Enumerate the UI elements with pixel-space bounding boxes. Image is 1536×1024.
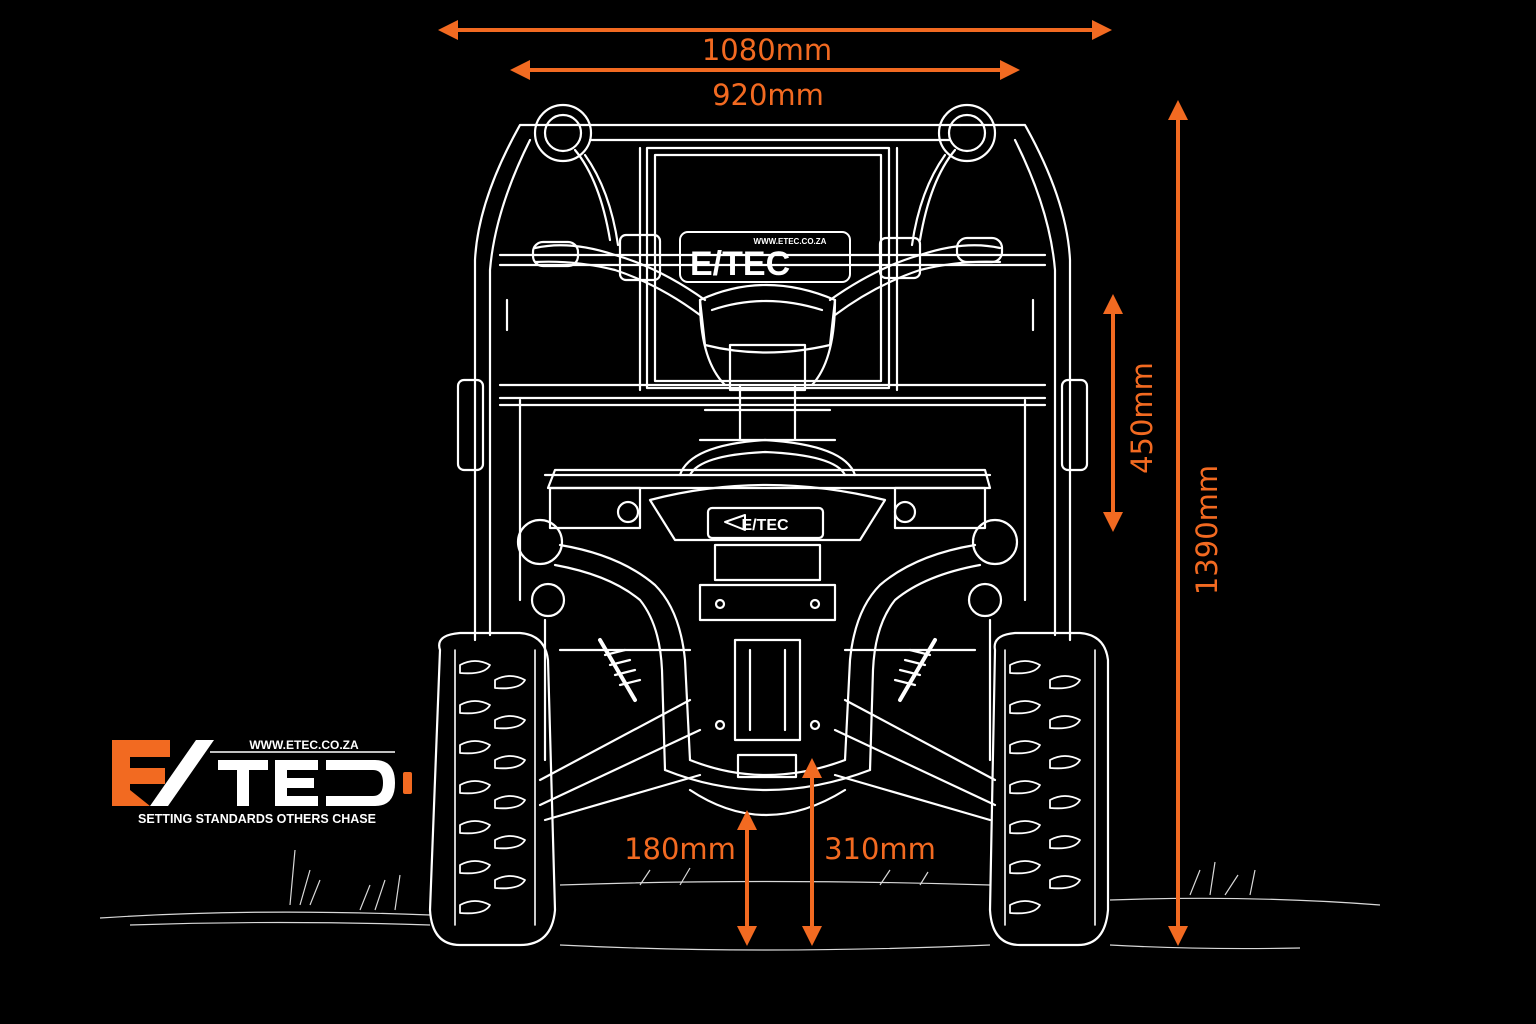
logo-battery-icon xyxy=(403,772,412,794)
cargo-height-label: 450mm xyxy=(1125,362,1159,474)
nose-badge: E/TEC xyxy=(741,517,789,534)
logo-slash xyxy=(150,740,214,806)
brand-logo: WWW.ETEC.CO.ZA SETTING STANDARDS OTHERS … xyxy=(112,738,412,826)
track-width-label: 920mm xyxy=(712,78,824,112)
logo-e-mark xyxy=(112,740,170,806)
rack-logo-word: E/TEC xyxy=(690,245,790,283)
vehicle-front-view: E/TEC xyxy=(428,103,1110,947)
ground-clearance-label: 180mm xyxy=(624,832,736,866)
ground-grass xyxy=(99,849,1381,951)
overall-height-label: 1390mm xyxy=(1190,465,1224,595)
bumper-height-label: 310mm xyxy=(824,832,936,866)
rack-logo-url: WWW.ETEC.CO.ZA xyxy=(754,237,827,246)
logo-tagline: SETTING STANDARDS OTHERS CHASE xyxy=(138,812,376,826)
dimension-arrows xyxy=(438,20,1188,946)
rack-logo-plate: E/TEC WWW.ETEC.CO.ZA xyxy=(679,231,851,283)
logo-url: WWW.ETEC.CO.ZA xyxy=(249,738,359,752)
overall-width-label: 1080mm xyxy=(702,33,832,67)
